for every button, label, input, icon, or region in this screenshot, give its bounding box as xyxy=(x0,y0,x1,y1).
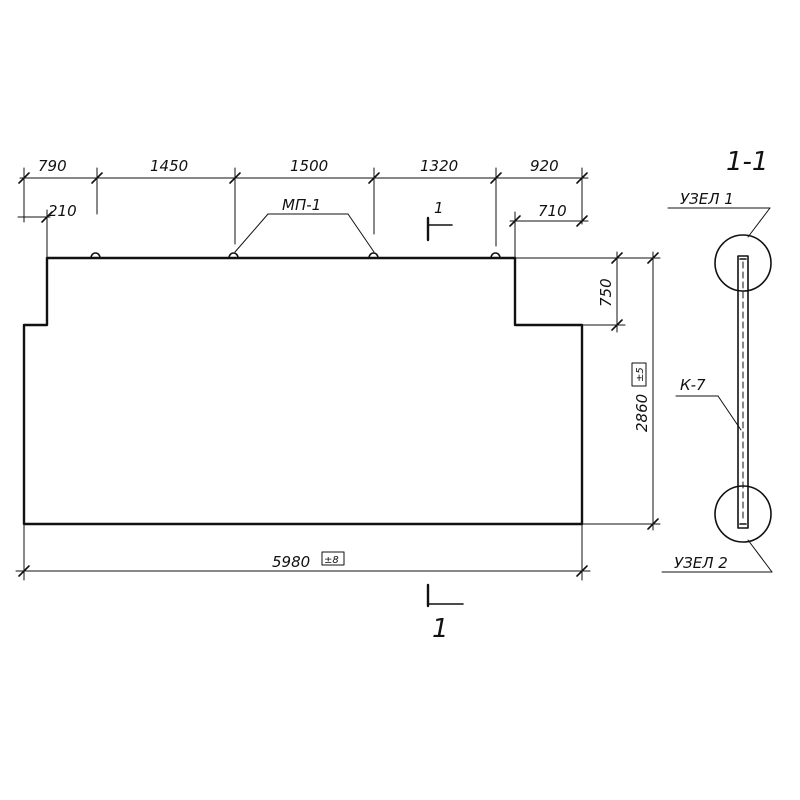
section-mark-bottom xyxy=(426,583,464,608)
loop-1 xyxy=(90,252,101,259)
dim-1500: 1500 xyxy=(290,157,328,175)
dim-right-vertical-lines xyxy=(514,251,661,531)
dim-210: 210 xyxy=(48,202,77,220)
loop-4 xyxy=(490,252,501,259)
dim-2860: 2860 xyxy=(633,394,651,432)
dim-1320: 1320 xyxy=(420,157,458,175)
label-mp1: МП-1 xyxy=(282,196,321,214)
section-title: 1-1 xyxy=(726,147,768,177)
section-mark-top xyxy=(426,216,453,242)
tol-box-width xyxy=(321,551,345,566)
tol-5980: ±8 xyxy=(324,555,339,566)
mp1-leader xyxy=(234,213,375,253)
top-dimension-chain xyxy=(18,167,589,247)
loop-3 xyxy=(368,252,379,259)
dim-750: 750 xyxy=(597,278,615,307)
node1-leader xyxy=(747,207,771,238)
dim-710: 710 xyxy=(538,202,567,220)
dim-1450: 1450 xyxy=(150,157,188,175)
dim-5980: 5980 xyxy=(272,553,310,571)
label-node2: УЗЕЛ 2 xyxy=(674,554,728,572)
k7-leader xyxy=(717,395,742,431)
tol-box-height xyxy=(631,362,647,387)
dim-right-step-lines xyxy=(509,211,589,259)
dim-790: 790 xyxy=(38,157,67,175)
section-mark-top-label: 1 xyxy=(434,199,444,217)
panel-section xyxy=(737,255,749,529)
dim-left-step-lines xyxy=(17,209,53,259)
label-k7: К-7 xyxy=(680,376,706,394)
panel-outline xyxy=(22,256,584,526)
lifting-loops xyxy=(90,252,501,259)
dim-bottom-lines xyxy=(15,523,591,581)
tol-2860: ±5 xyxy=(635,367,646,382)
node-circle-top xyxy=(714,234,772,292)
loop-2 xyxy=(228,252,239,259)
section-mark-bottom-label: 1 xyxy=(432,614,449,644)
node2-leader xyxy=(747,539,773,573)
section-view xyxy=(714,234,772,543)
dim-920: 920 xyxy=(530,157,559,175)
label-node1: УЗЕЛ 1 xyxy=(680,190,734,208)
